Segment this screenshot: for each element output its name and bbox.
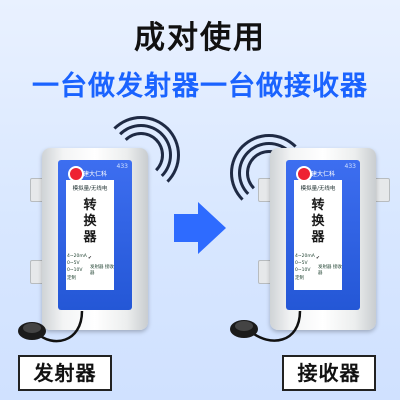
- frequency-text: 433: [344, 163, 356, 170]
- frequency-text: 433: [116, 163, 128, 170]
- device-front-panel: 建大仁科 433 模拟量/无线电 转 换 器 4~20mA 0~5V 0~10V…: [58, 160, 132, 310]
- device-name-line: 转: [311, 198, 325, 213]
- role-checklist: 发射器 接收器: [318, 265, 342, 276]
- page-subtitle: 一台做发射器一台做接收器: [32, 71, 368, 102]
- spec-item: 定制: [67, 276, 76, 281]
- receiver-device: 建大仁科 433 模拟量/无线电 转 换 器 4~20mA 0~5V 0~10V…: [230, 148, 390, 342]
- device-name-line: 换: [83, 214, 97, 229]
- device-label-area: 模拟量/无线电 转 换 器 4~20mA 0~5V 0~10V 定制 ✔ 发射器…: [66, 180, 114, 290]
- device-front-panel: 建大仁科 433 模拟量/无线电 转 换 器 4~20mA 0~5V 0~10V…: [286, 160, 360, 310]
- antenna-cable: [230, 310, 302, 342]
- antenna-cable: [18, 310, 84, 343]
- device-label-area: 模拟量/无线电 转 换 器 4~20mA 0~5V 0~10V 定制 ✔ 发射器…: [294, 180, 342, 290]
- device-type: 模拟量/无线电: [300, 186, 336, 192]
- page-title: 成对使用: [134, 20, 266, 56]
- spec-item: 4~20mA: [295, 254, 315, 259]
- check-icon: ✔: [316, 256, 320, 261]
- transmitter-label: 发射器: [18, 355, 112, 391]
- transmitter-device: 建大仁科 433 模拟量/无线电 转 换 器 4~20mA 0~5V 0~10V…: [18, 148, 148, 343]
- device-name-line: 换: [311, 214, 325, 229]
- device-name-line: 器: [311, 230, 325, 245]
- spec-item: 0~5V: [295, 261, 308, 266]
- receiver-label: 接收器: [282, 355, 376, 391]
- spec-item: 0~10V: [295, 268, 311, 273]
- device-name-line: 转: [83, 198, 97, 213]
- brand-text: 建大仁科: [311, 171, 336, 178]
- device-type: 模拟量/无线电: [72, 186, 108, 192]
- brand-text: 建大仁科: [83, 171, 108, 178]
- device-name: 转 换 器: [66, 198, 114, 246]
- device-name: 转 换 器: [294, 198, 342, 246]
- mount-ear: [374, 178, 390, 202]
- role-checklist: 发射器 接收器: [90, 265, 114, 276]
- right-arrow-icon: [174, 202, 226, 254]
- spec-item: 定制: [295, 276, 304, 281]
- spec-item: 4~20mA: [67, 254, 87, 259]
- spec-item: 0~10V: [67, 268, 83, 273]
- device-name-line: 器: [83, 230, 97, 245]
- spec-item: 0~5V: [67, 261, 80, 266]
- check-icon: ✔: [88, 256, 92, 261]
